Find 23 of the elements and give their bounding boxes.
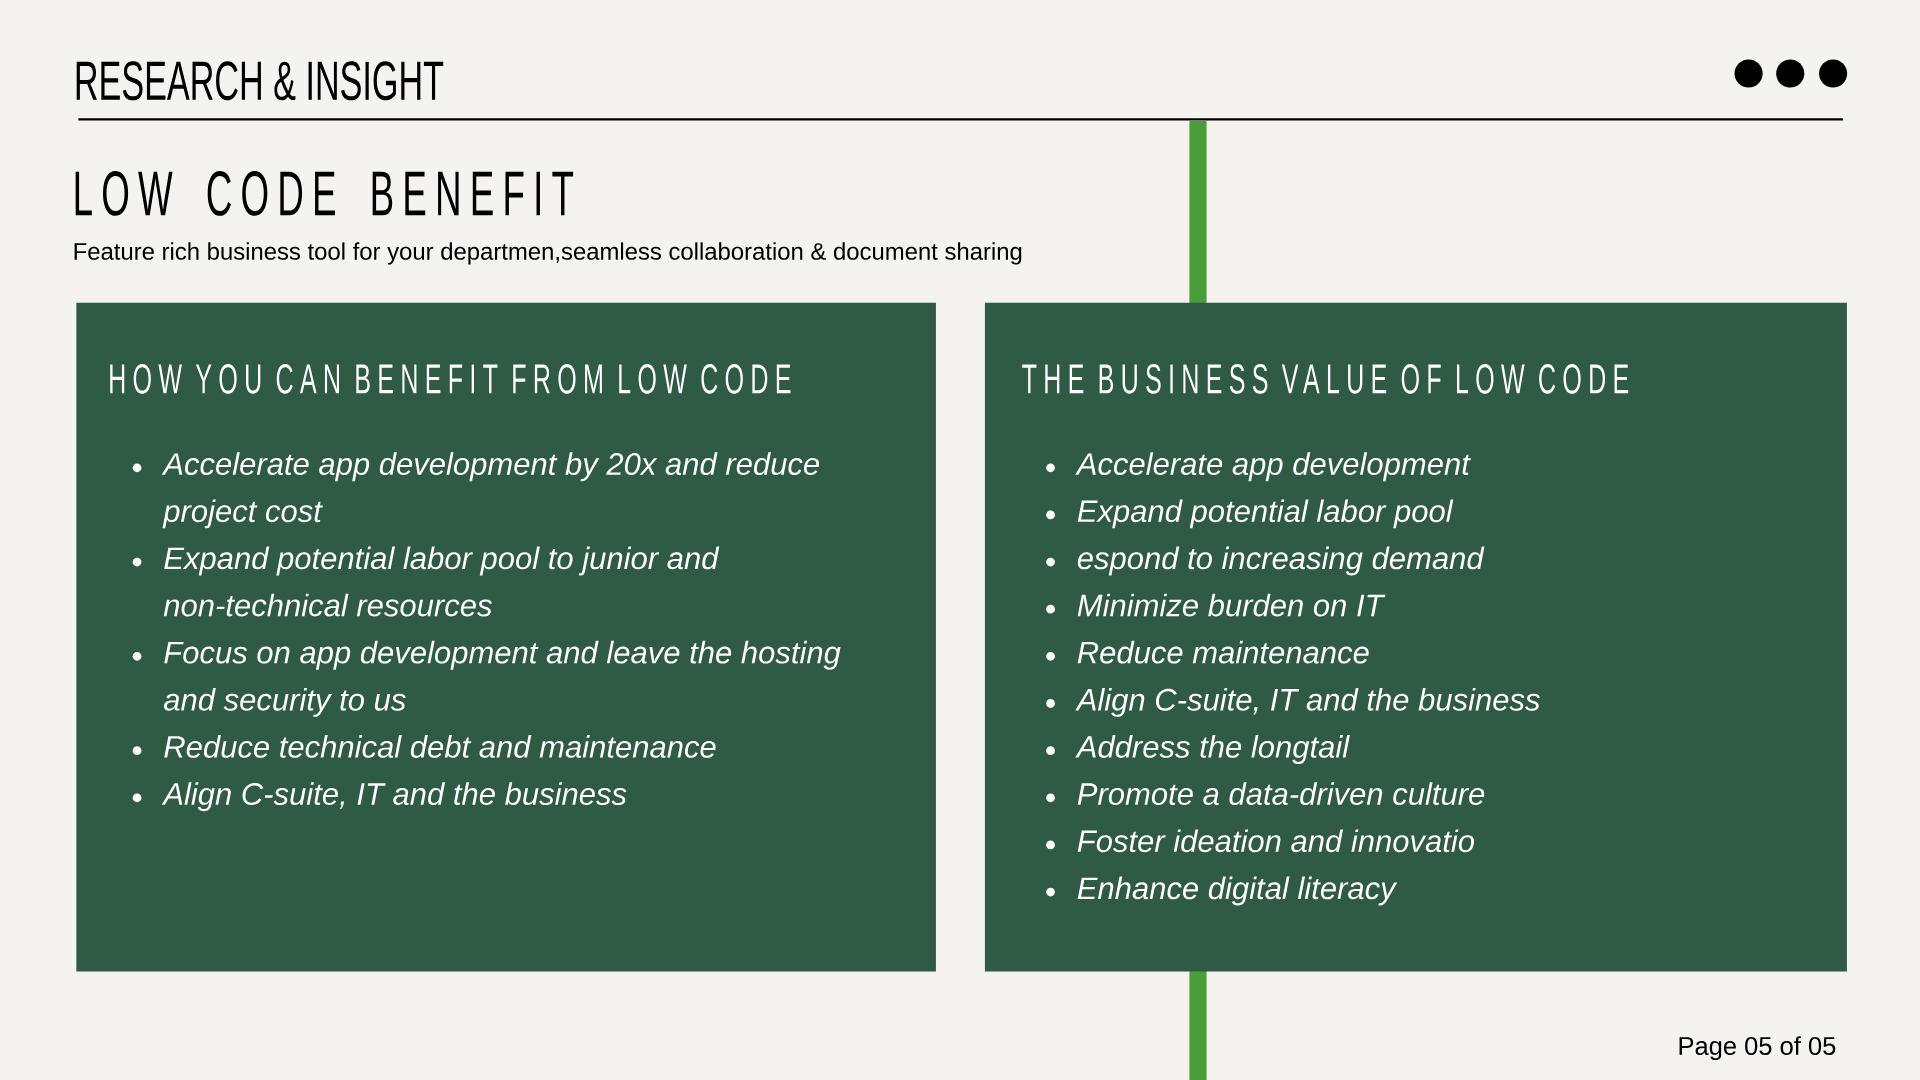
bullet-item: Expand potential labor pool	[1046, 499, 1454, 529]
bullet-item: Address the longtail	[1046, 735, 1350, 764]
bullet-item: Promote a data-driven culture	[1046, 782, 1485, 806]
content-panel	[984, 302, 1847, 972]
bullet-item: espond to increasing demand	[1046, 546, 1485, 576]
bullet-item: Accelerate app development	[1046, 452, 1471, 482]
bullet-item: Focus on app development and leave the hosting and security to us	[132, 640, 841, 717]
bullet-item: Align C-suite, IT and the business	[1046, 687, 1540, 717]
bullet-item: Foster ideation and innovatio	[1046, 829, 1475, 853]
subtitle: Feature rich business tool for your departmen,seamless collaboration & document sharing	[74, 242, 1022, 265]
bullet-item: Expand potential labor pool to junior and non-technical resources	[132, 546, 720, 617]
panel-heading: THE BUSINESS VALUE OF LOW CODE	[1022, 364, 1629, 394]
page-number: Page 05 of 05	[1679, 1036, 1836, 1061]
bullet-item: Accelerate app development by 20x and reduce project cost	[132, 452, 820, 529]
bullet-item: Minimize burden on IT	[1046, 593, 1386, 617]
slide-title: LOW CODE BENEFIT	[75, 171, 574, 216]
bullet-item: Reduce maintenance	[1046, 640, 1369, 664]
panel-heading: HOW YOU CAN BENEFIT FROM LOW CODE	[110, 364, 791, 394]
content-panel	[76, 302, 936, 972]
bullet-item: Reduce technical debt and maintenance	[132, 735, 716, 758]
bullet-item: Align C-suite, IT and the business	[132, 782, 627, 812]
bullet-item: Enhance digital literacy	[1046, 876, 1398, 906]
header-text: RESEARCH & INSIGHT	[76, 61, 444, 101]
